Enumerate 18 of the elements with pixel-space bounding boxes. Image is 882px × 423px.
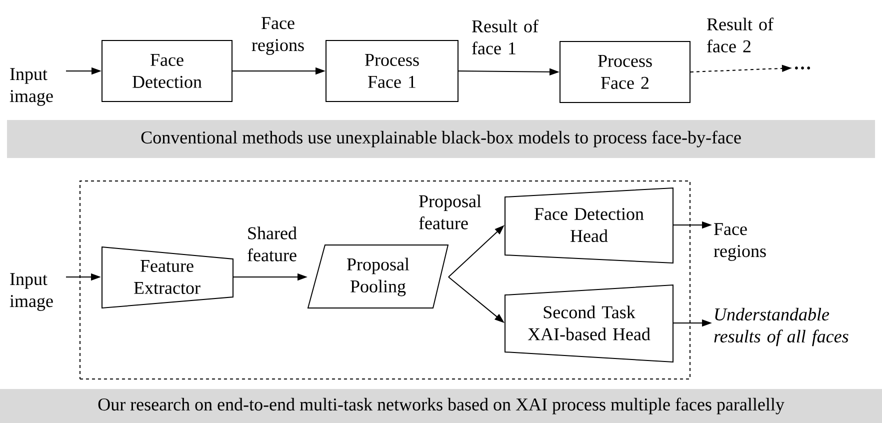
trapezoid-block: Second Task XAI-based Head	[504, 284, 674, 363]
edge-label: Shared feature	[248, 226, 297, 262]
process-box: Process Face 1	[326, 40, 458, 102]
trapezoid-block: Face Detection Head	[504, 187, 674, 264]
ellipsis: …	[795, 66, 810, 70]
edge-label: Result of face 2	[707, 18, 774, 52]
process-box: Face Detection	[102, 40, 232, 102]
caption-band: Our research on end-to-end multi-task networks based on XAI process multiple faces parallelly	[0, 389, 882, 423]
output-label: Face regions	[714, 223, 766, 261]
process-box: Process Face 2	[560, 41, 690, 103]
output-label: Understandable results of all faces	[714, 308, 848, 346]
input-label: Input image	[10, 273, 53, 311]
edge-label: Face regions	[252, 17, 304, 55]
edge-label: Proposal feature	[419, 194, 482, 230]
input-label: Input image	[10, 68, 53, 106]
caption-band: Conventional methods use unexplainable black-box models to process face-by-face	[7, 120, 876, 158]
dashed-container	[80, 180, 690, 380]
edge-label: Result of face 1	[472, 20, 538, 54]
